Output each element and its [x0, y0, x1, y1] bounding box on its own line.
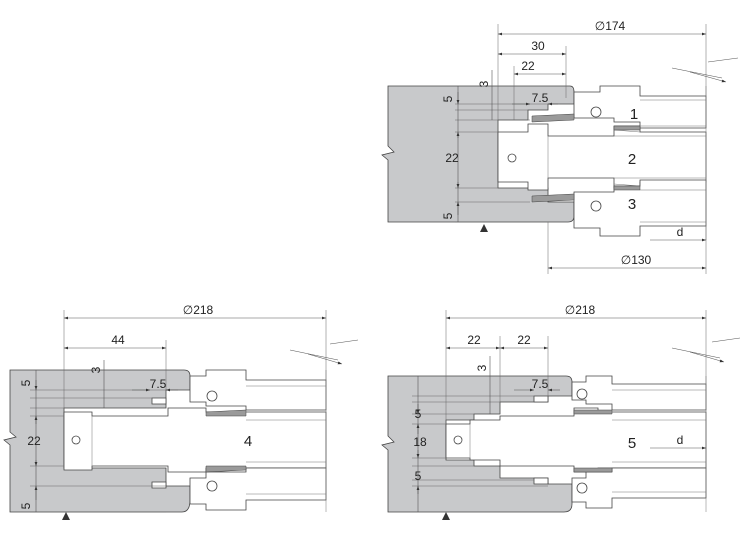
tool-body-3 [445, 375, 707, 512]
dim-3-v1: 3 [477, 80, 491, 87]
dim-5-top-v2: 5 [19, 379, 33, 386]
tool-body-2 [63, 369, 327, 512]
dim-7-5-v3: 7.5 [532, 377, 549, 391]
part-label-5: 5 [628, 435, 636, 452]
rotation-arrow-3 [671, 337, 741, 363]
tool-body-1 [497, 85, 707, 240]
dim-5-top-v1: 5 [441, 95, 455, 102]
dim-3-v2: 3 [89, 366, 103, 373]
dim-22-v1: 22 [521, 59, 535, 73]
part-label-2: 2 [628, 151, 636, 168]
part-label-4: 4 [244, 433, 252, 450]
view-1-cutter-assembly: 5 22 5 3 7.5 ∅174 30 22 ∅130 d 1 2 3 [381, 19, 739, 274]
dim-dia-174-v1: ∅174 [595, 19, 626, 33]
feed-marker-3 [442, 512, 450, 520]
view-2-cutter-assembly: 5 22 5 3 7.5 ∅218 44 4 [3, 303, 359, 520]
rotation-arrow-1 [671, 57, 739, 83]
rotation-arrow-2 [289, 339, 359, 365]
dim-3-v3: 3 [475, 364, 489, 371]
view-3-cutter-assembly: 5 18 5 3 7.5 ∅218 22 22 d 5 [381, 303, 741, 520]
part-label-1: 1 [630, 106, 638, 123]
feed-marker-1 [480, 224, 488, 232]
dim-30-v1: 30 [531, 39, 545, 53]
dim-7-5-v2: 7.5 [150, 377, 167, 391]
dim-dia-130-v1: ∅130 [621, 253, 652, 267]
dim-dia-218-v3: ∅218 [565, 303, 596, 317]
dim-d-v1: d [677, 225, 684, 239]
dim-dia-218-v2: ∅218 [183, 303, 214, 317]
dim-5-bot-v2: 5 [19, 502, 33, 509]
dim-22-mid-v1: 22 [445, 151, 459, 165]
dim-22-left-v3: 22 [467, 333, 481, 347]
dim-18-mid-v3: 18 [413, 435, 427, 449]
dim-22-mid-v2: 22 [27, 434, 41, 448]
dim-5-bot-v3: 5 [415, 469, 422, 483]
dim-44-v2: 44 [111, 333, 125, 347]
dim-22-right-v3: 22 [517, 333, 531, 347]
dim-7-5-v1: 7.5 [532, 91, 549, 105]
dim-d-v3: d [677, 433, 684, 447]
dim-5-bot-v1: 5 [441, 212, 455, 219]
dim-5-top-v3: 5 [415, 407, 422, 421]
feed-marker-2 [62, 512, 70, 520]
part-label-3: 3 [628, 196, 636, 213]
